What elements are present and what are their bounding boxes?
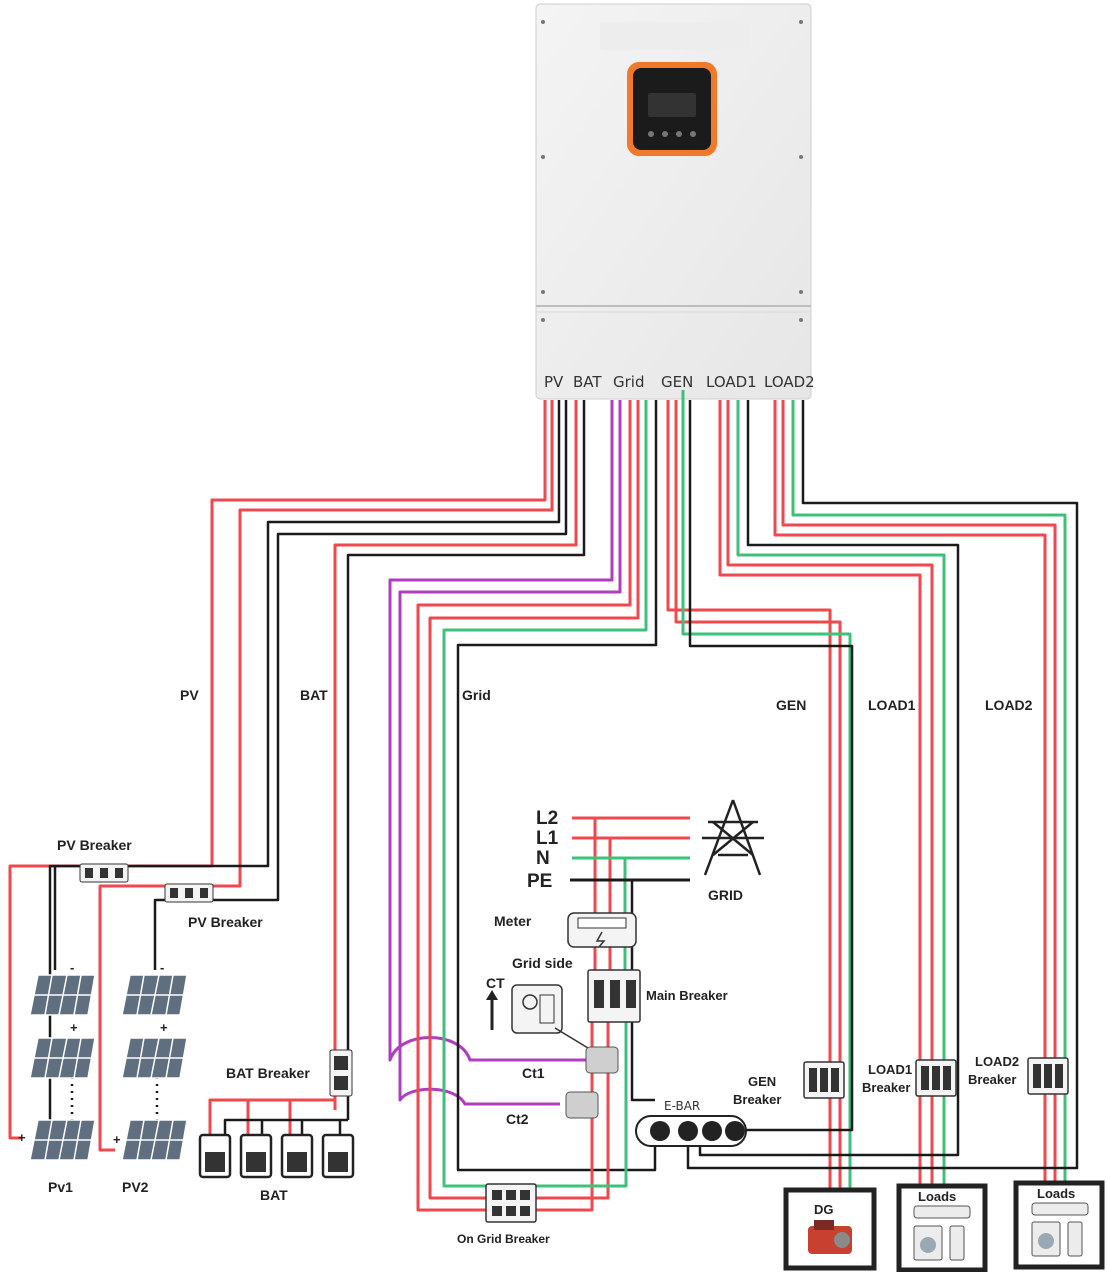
ct1-clamp-icon bbox=[585, 1046, 619, 1074]
pv-breaker-1-label: PV Breaker bbox=[57, 837, 132, 853]
inverter: PV BAT Grid GEN LOAD1 LOAD2 bbox=[535, 3, 815, 400]
e-bar bbox=[635, 1115, 747, 1147]
bat-breaker bbox=[329, 1049, 353, 1097]
port-label-bat: BAT bbox=[573, 373, 602, 391]
load2-breaker-label-1: LOAD2 bbox=[975, 1054, 1019, 1069]
port-label-load1: LOAD1 bbox=[706, 373, 757, 391]
inverter-display-panel bbox=[627, 62, 717, 156]
route-label-load2: LOAD2 bbox=[985, 697, 1033, 713]
pv-breaker-2 bbox=[164, 883, 214, 903]
battery-icon bbox=[280, 1133, 314, 1179]
grid-label: GRID bbox=[708, 887, 743, 903]
solar-panel bbox=[29, 1037, 96, 1079]
on-grid-breaker-label: On Grid Breaker bbox=[457, 1232, 550, 1246]
route-label-pv: PV bbox=[180, 687, 199, 703]
pv1-label: Pv1 bbox=[48, 1179, 73, 1195]
port-label-gen: GEN bbox=[661, 373, 693, 391]
port-label-pv: PV bbox=[544, 373, 564, 391]
ct-label: CT bbox=[486, 975, 505, 991]
load1-cables bbox=[698, 400, 960, 1190]
load1-breaker-label-2: Breaker bbox=[862, 1080, 910, 1095]
pv2-plus-terminal: + bbox=[113, 1132, 121, 1147]
load2-breaker bbox=[1027, 1057, 1069, 1095]
bat-label: BAT bbox=[260, 1187, 288, 1203]
grid-tower-icon bbox=[702, 799, 764, 876]
port-label-grid: Grid bbox=[613, 373, 644, 391]
gen-breaker-label-1: GEN bbox=[748, 1074, 776, 1089]
ct-cables bbox=[388, 400, 622, 1106]
ct-device-icon bbox=[511, 984, 589, 1049]
on-grid-breaker bbox=[485, 1183, 537, 1223]
l2-label: L2 bbox=[536, 808, 558, 829]
solar-panel bbox=[29, 1119, 96, 1161]
route-label-bat: BAT bbox=[300, 687, 328, 703]
appliances-icon bbox=[1031, 1202, 1089, 1257]
n-label: N bbox=[536, 848, 550, 869]
pv2-plus: + bbox=[160, 1020, 168, 1035]
main-breaker-label: Main Breaker bbox=[646, 988, 728, 1003]
load1-breaker bbox=[915, 1059, 957, 1097]
meter-label: Meter bbox=[494, 913, 532, 929]
gen-breaker-label-2: Breaker bbox=[733, 1092, 781, 1107]
loads-box-1 bbox=[896, 1183, 988, 1272]
solar-panel bbox=[121, 1119, 188, 1161]
l1-label: L1 bbox=[536, 828, 559, 849]
pv-breaker-2-label: PV Breaker bbox=[188, 914, 263, 930]
pv1-minus: - bbox=[70, 960, 74, 975]
solar-panel bbox=[121, 974, 188, 1016]
bat-breaker-label: BAT Breaker bbox=[226, 1065, 310, 1081]
route-label-grid: Grid bbox=[462, 687, 491, 703]
pv1-plus-terminal: + bbox=[18, 1130, 26, 1145]
grid-side-label: Grid side bbox=[512, 955, 573, 971]
pe-label: PE bbox=[527, 871, 552, 892]
route-label-gen: GEN bbox=[776, 697, 806, 713]
route-label-load1: LOAD1 bbox=[868, 697, 916, 713]
loads-2-label: Loads bbox=[1037, 1186, 1075, 1201]
load2-breaker-label-2: Breaker bbox=[968, 1072, 1016, 1087]
battery-icon bbox=[239, 1133, 273, 1179]
pv1-plus: + bbox=[70, 1020, 78, 1035]
load1-breaker-label-1: LOAD1 bbox=[868, 1062, 912, 1077]
ct2-label: Ct2 bbox=[506, 1111, 529, 1127]
gen-cables bbox=[666, 390, 854, 1195]
dg-label: DG bbox=[814, 1202, 834, 1217]
battery-icon bbox=[321, 1133, 355, 1179]
pv2-minus: - bbox=[160, 960, 164, 975]
energy-meter bbox=[567, 912, 637, 948]
e-bar-label: E-BAR bbox=[664, 1099, 700, 1113]
battery-icon bbox=[198, 1133, 232, 1179]
arrow-up-icon bbox=[486, 990, 498, 1030]
pv2-label: PV2 bbox=[122, 1179, 149, 1195]
dg-box bbox=[783, 1187, 877, 1271]
ct2-clamp-icon bbox=[565, 1091, 599, 1119]
bat-cables bbox=[208, 400, 586, 1135]
solar-panel bbox=[29, 974, 96, 1016]
loads-1-label: Loads bbox=[918, 1189, 956, 1204]
main-breaker bbox=[587, 969, 641, 1023]
loads-box-2 bbox=[1013, 1180, 1105, 1270]
port-label-load2: LOAD2 bbox=[764, 373, 815, 391]
generator-icon bbox=[808, 1220, 852, 1254]
pv-breaker-1 bbox=[79, 863, 129, 883]
ct1-label: Ct1 bbox=[522, 1065, 545, 1081]
appliances-icon bbox=[913, 1205, 971, 1261]
load2-cables bbox=[686, 400, 1079, 1190]
solar-panel bbox=[121, 1037, 188, 1079]
gen-breaker bbox=[803, 1061, 845, 1099]
